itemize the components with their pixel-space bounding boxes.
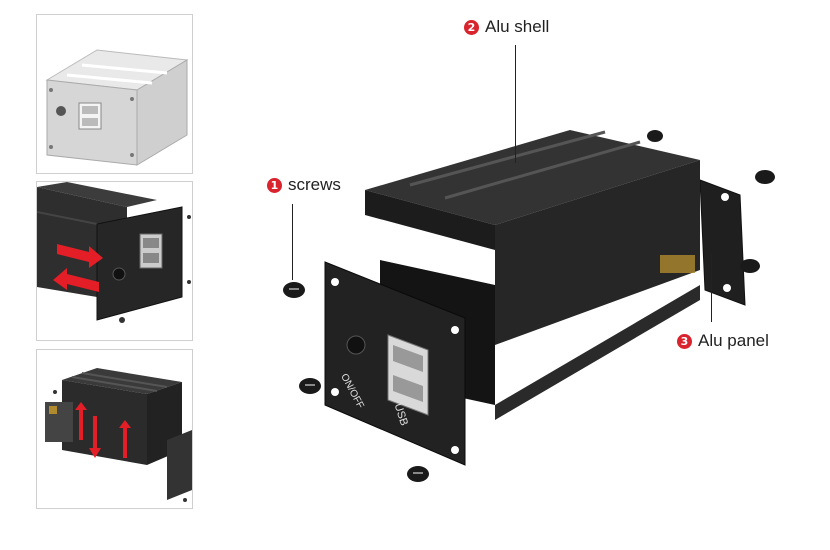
leader-line-screws	[292, 204, 293, 280]
callout-number-badge: 3	[677, 333, 692, 349]
thumbnail-panel-removal[interactable]	[36, 181, 193, 341]
callout-number-badge: 2	[464, 19, 479, 35]
leader-line-alu-shell	[515, 45, 516, 163]
callout-label: Alu panel	[698, 331, 769, 350]
leader-line-alu-panel	[711, 254, 712, 322]
silver-enclosure-image	[45, 49, 189, 166]
callout-alu-shell: 2 Alu shell	[464, 17, 549, 37]
callout-number-badge: 1	[267, 177, 282, 193]
callout-label: screws	[288, 175, 341, 194]
inner-board-image	[45, 368, 192, 502]
exploded-enclosure-illustration	[283, 130, 775, 482]
alu-shell-top	[365, 130, 700, 225]
alu-shell-side	[495, 160, 700, 345]
screw-icons	[283, 130, 775, 482]
power-switch	[346, 335, 366, 355]
thumbnail-inner-board[interactable]	[36, 349, 193, 509]
thumbnail-silver-enclosure[interactable]	[36, 14, 193, 174]
panel-removal-image	[37, 182, 191, 323]
callout-screws: 1 screws	[267, 175, 341, 195]
callout-label: Alu shell	[485, 17, 550, 36]
callout-alu-panel: 3 Alu panel	[677, 331, 769, 351]
